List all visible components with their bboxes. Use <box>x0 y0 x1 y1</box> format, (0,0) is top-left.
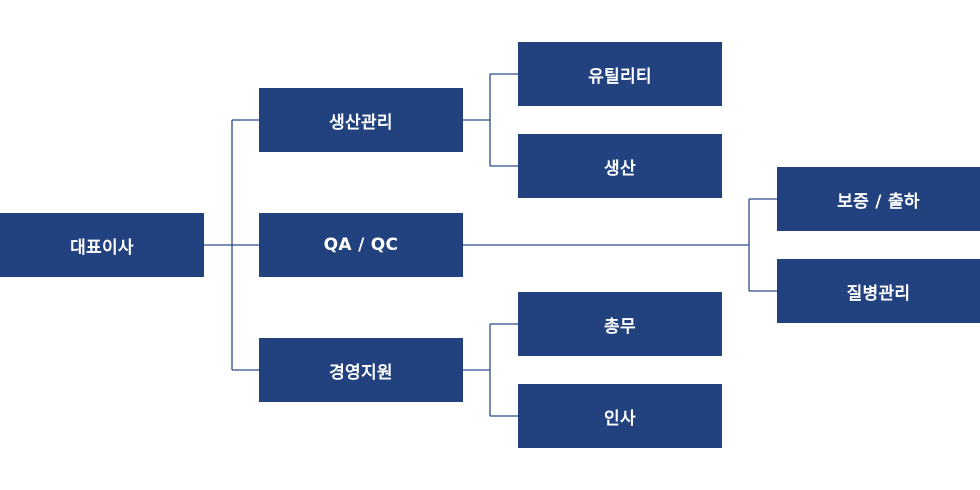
node-qa-qc: QA / QC <box>259 213 463 277</box>
node-warranty-shipping: 보증 / 출하 <box>777 167 980 231</box>
node-utility: 유틸리티 <box>518 42 722 106</box>
node-disease-management: 질병관리 <box>777 259 980 323</box>
node-production-management: 생산관리 <box>259 88 463 152</box>
node-management-support: 경영지원 <box>259 338 463 402</box>
node-production: 생산 <box>518 134 722 198</box>
node-human-resources: 인사 <box>518 384 722 448</box>
node-ceo: 대표이사 <box>0 213 204 277</box>
node-general-affairs: 총무 <box>518 292 722 356</box>
